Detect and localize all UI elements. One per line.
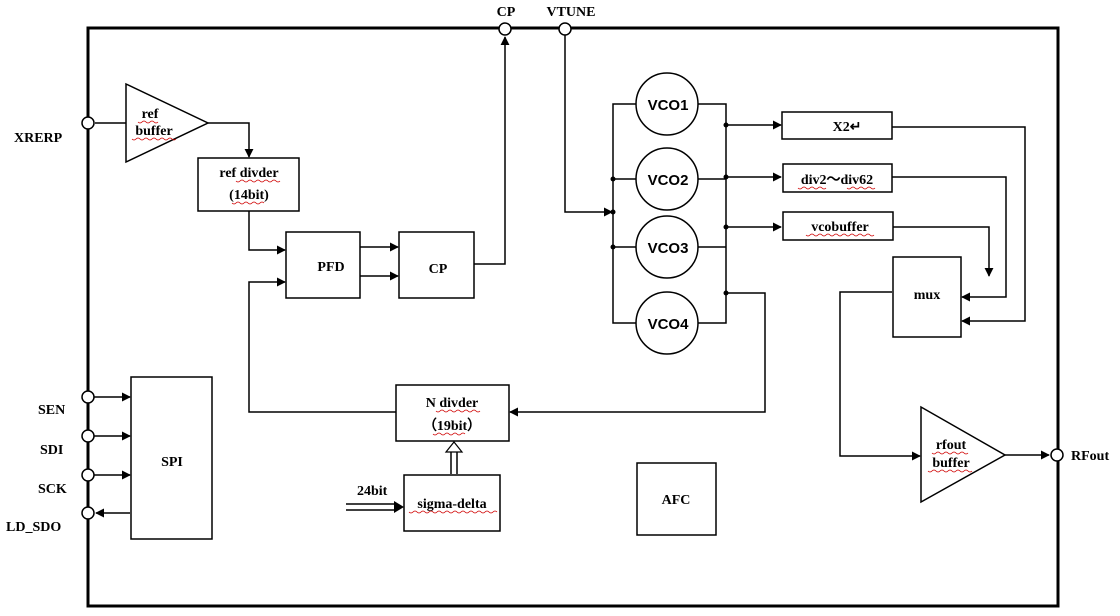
x2-label: X2↵ — [833, 120, 862, 135]
vco3-label: VCO3 — [648, 240, 689, 257]
mux-label: mux — [914, 288, 940, 303]
vtune-pin-label: VTUNE — [546, 5, 595, 20]
ld-sdo-pin-label: LD_SDO — [6, 520, 61, 535]
wire-feedback-ndiv — [509, 292, 766, 417]
pfd-block — [285, 231, 361, 299]
cp-block-label: CP — [429, 262, 448, 277]
vco2-label: VCO2 — [648, 172, 689, 189]
ref-buffer-label-2: buffer — [135, 124, 172, 139]
wire-x2-mux — [892, 126, 1026, 326]
sdi-pin — [81, 429, 95, 443]
sigma-delta-label: sigma-delta — [417, 497, 486, 512]
sen-pin — [81, 390, 95, 404]
spellcheck-squiggle — [131, 137, 177, 141]
junction-dot — [723, 290, 729, 296]
junction-dot — [723, 122, 729, 128]
spellcheck-squiggle — [931, 451, 969, 455]
x2-block — [781, 111, 893, 140]
sck-pin-label: SCK — [38, 482, 67, 497]
vco2-circle — [635, 147, 699, 211]
sck-pin — [81, 468, 95, 482]
vcobuffer-label: vcobuffer — [811, 220, 869, 235]
wire-refdiv-pfd — [248, 211, 286, 255]
spellcheck-squiggle — [408, 510, 498, 514]
wire-refbuf-refdiv — [208, 122, 254, 158]
afc-label: AFC — [662, 493, 691, 508]
afc-block — [636, 462, 717, 536]
wire-mux-rfoutbuf — [839, 291, 921, 461]
ref-divider — [197, 157, 300, 212]
wire-vcobuffer-mux — [892, 226, 994, 277]
cp-pin — [498, 22, 512, 36]
junction-dot — [610, 209, 616, 215]
junction-dot — [723, 224, 729, 230]
spi-label: SPI — [161, 455, 183, 470]
vco1-circle — [635, 72, 699, 136]
ref-divider-label-1: ref divder — [219, 166, 278, 181]
spellcheck-squiggle — [231, 201, 265, 205]
wire-vtune — [564, 35, 613, 217]
junction-dot — [610, 176, 616, 182]
rfout-buffer-label-2: buffer — [932, 456, 969, 471]
rfout-pin-label: RFout — [1071, 449, 1109, 464]
junction-dot — [723, 174, 729, 180]
cp-pin-label: CP — [497, 5, 516, 20]
vco-bus-right — [697, 103, 727, 324]
vco-bus-left — [612, 103, 636, 324]
chip-boundary — [86, 26, 1060, 608]
spellcheck-squiggle — [435, 409, 481, 413]
n-divider-label-2: （19bit） — [423, 418, 481, 434]
vco4-label: VCO4 — [648, 316, 690, 333]
junction-dot — [610, 244, 616, 250]
div-block — [782, 163, 893, 193]
pfd-label: PFD — [317, 260, 344, 275]
spellcheck-squiggle — [846, 186, 876, 190]
vco4-circle — [635, 291, 699, 355]
ref-divider-label-2: (14bit) — [229, 188, 269, 203]
spi-block — [130, 376, 213, 540]
vco3-circle — [635, 215, 699, 279]
24bit-arrowhead — [394, 501, 404, 513]
wire-div-mux — [892, 176, 1007, 302]
n-divider — [395, 384, 510, 442]
rfout-pin — [1050, 448, 1064, 462]
spellcheck-squiggle — [797, 186, 827, 190]
xrerp-pin-label: XRERP — [14, 131, 63, 146]
sdi-pin-label: SDI — [40, 443, 63, 458]
xrerp-pin — [81, 116, 95, 130]
rfout-buffer — [920, 405, 1007, 504]
spellcheck-squiggle — [137, 120, 159, 124]
input-24bit-label: 24bit — [357, 484, 388, 499]
vtune-pin — [558, 22, 572, 36]
div-label: div2～div62 — [801, 173, 873, 188]
wire-cp-out — [474, 36, 510, 265]
cp-block — [398, 231, 475, 299]
spellcheck-squiggle — [235, 179, 281, 183]
wire-ndiv-pfd — [248, 277, 396, 413]
ref-buffer-label-1: ref — [142, 107, 159, 122]
sen-pin-label: SEN — [38, 403, 65, 418]
sigma-delta-block — [403, 474, 501, 532]
spellcheck-squiggle — [432, 432, 466, 436]
n-divider-label-1: N divder — [426, 396, 479, 411]
sd-arrowhead — [444, 441, 464, 453]
ld-sdo-pin — [81, 506, 95, 520]
mux-block — [892, 256, 962, 338]
rfout-buffer-label-1: rfout — [936, 438, 967, 453]
spellcheck-squiggle — [805, 233, 875, 237]
vco1-label: VCO1 — [648, 97, 689, 114]
ref-buffer — [125, 82, 210, 164]
spellcheck-squiggle — [927, 469, 973, 473]
